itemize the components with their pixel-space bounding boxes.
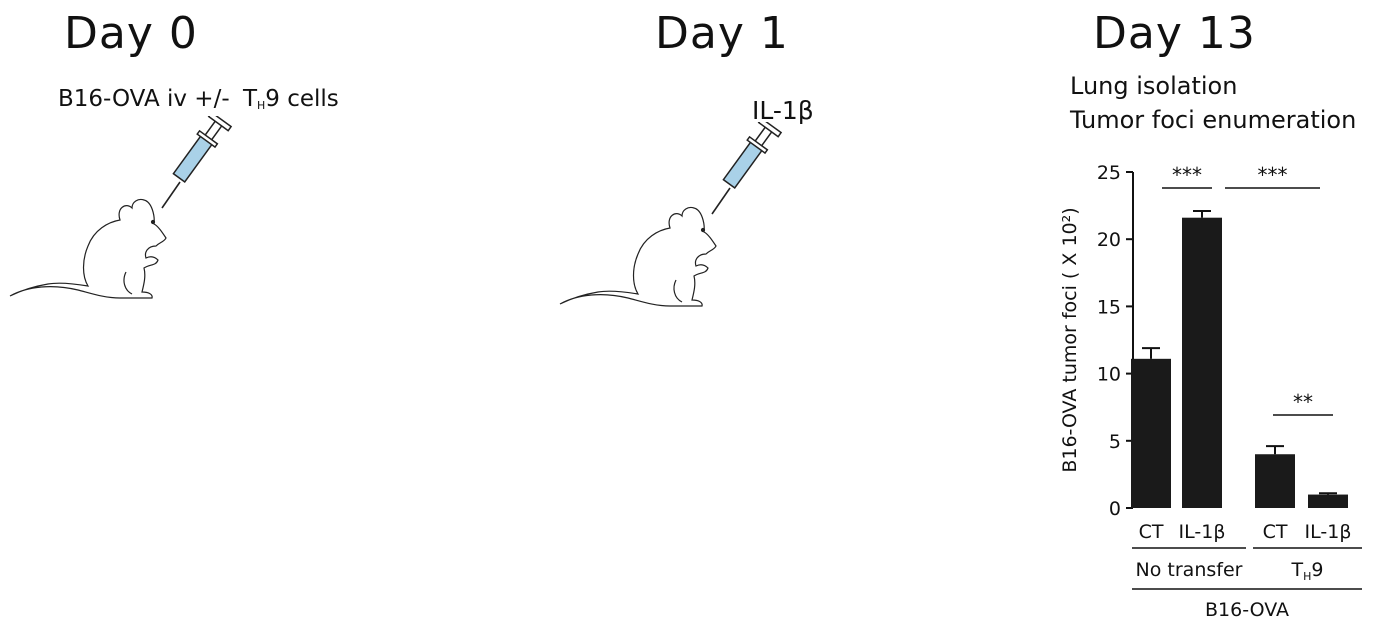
bar <box>1255 454 1295 508</box>
day0-injection-cells: TH9 cells <box>242 86 339 112</box>
group-label: No transfer <box>1136 559 1243 581</box>
significance-marker: *** <box>1172 163 1202 187</box>
category-label: IL-1β <box>1305 521 1352 543</box>
y-tick-label: 0 <box>1109 498 1121 520</box>
category-label: CT <box>1139 521 1164 543</box>
outer-group-label: B16-OVA <box>1205 599 1289 620</box>
category-label: CT <box>1263 521 1288 543</box>
y-tick-label: 25 <box>1097 162 1121 184</box>
day1-title: Day 1 <box>655 8 789 59</box>
day0-injection-prefix: B16-OVA iv +/- <box>58 86 230 112</box>
mouse-icon <box>9 198 167 299</box>
y-axis-label: B16-OVA tumor foci ( X 10²) <box>1059 207 1081 472</box>
day0-title: Day 0 <box>64 8 198 59</box>
day1-injection-label: IL-1β <box>752 96 814 125</box>
y-tick-label: 10 <box>1097 364 1121 386</box>
category-label: IL-1β <box>1179 521 1226 543</box>
day13-step-enumeration: Tumor foci enumeration <box>1070 106 1357 134</box>
day0-injection-label: B16-OVA iv +/- TH9 cells <box>58 86 339 112</box>
y-tick-label: 15 <box>1097 296 1121 318</box>
bar <box>1308 494 1348 508</box>
significance-marker: ** <box>1293 390 1313 414</box>
day13-title: Day 13 <box>1093 8 1256 59</box>
syringe-icon <box>711 122 783 215</box>
y-tick-label: 5 <box>1109 431 1121 453</box>
significance-marker: *** <box>1258 163 1288 187</box>
day13-step-lung: Lung isolation <box>1070 72 1238 100</box>
y-tick-label: 20 <box>1097 229 1121 251</box>
bar <box>1131 358 1171 508</box>
syringe-icon <box>161 116 233 209</box>
mouse-icon <box>559 206 717 307</box>
group-label: TH9 <box>1291 559 1324 583</box>
bar <box>1182 217 1222 509</box>
